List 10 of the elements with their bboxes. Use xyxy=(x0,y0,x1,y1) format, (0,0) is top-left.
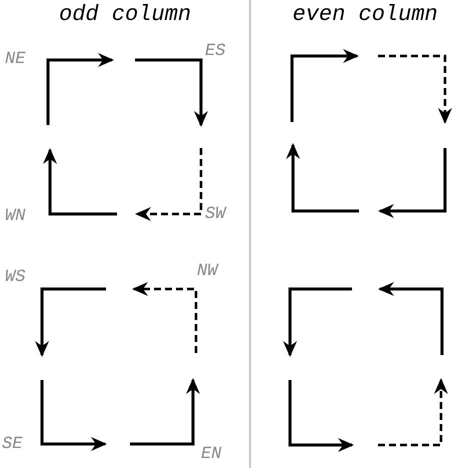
direction-code: SW xyxy=(205,206,226,223)
direction-code: EN xyxy=(201,446,222,463)
direction-code: WN xyxy=(5,208,26,225)
direction-code: NE xyxy=(5,51,26,68)
direction-code: SE xyxy=(2,436,22,453)
direction-code: NW xyxy=(197,263,218,280)
direction-code: WS xyxy=(5,269,26,286)
column-heading: even column xyxy=(292,4,438,26)
direction-code: ES xyxy=(205,43,226,60)
column-heading: odd column xyxy=(59,4,192,26)
